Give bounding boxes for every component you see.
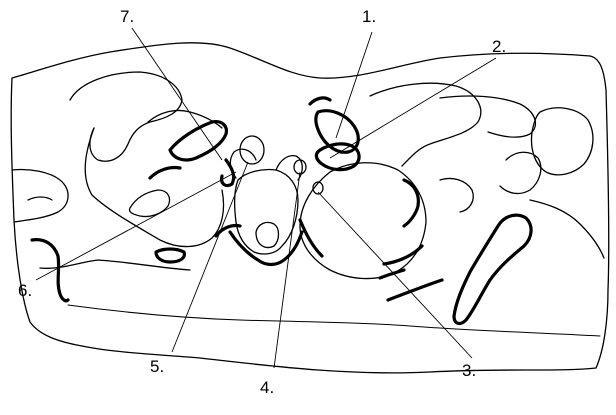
leader-line-1 bbox=[336, 32, 372, 138]
label-7: 7. bbox=[120, 7, 134, 26]
spinal-canal bbox=[256, 222, 279, 247]
label-3: 3. bbox=[462, 361, 476, 380]
label-6: 6. bbox=[18, 281, 32, 300]
right-rib-curve bbox=[300, 220, 322, 256]
left-scapular-piece bbox=[129, 190, 169, 217]
right-lateral-wall bbox=[530, 200, 604, 258]
label-5: 5. bbox=[150, 357, 164, 376]
leader-line-4 bbox=[274, 172, 300, 368]
subcutaneous-line bbox=[68, 305, 600, 336]
right-rib-small bbox=[310, 98, 330, 104]
right-scapula-spine bbox=[440, 178, 473, 212]
left-small-bone bbox=[156, 249, 184, 262]
left-wall-contour bbox=[12, 169, 68, 222]
leader-line-2 bbox=[330, 58, 496, 158]
leader-line-7 bbox=[132, 28, 222, 160]
left-rib-head bbox=[222, 160, 234, 186]
left-posterior-contour bbox=[28, 197, 52, 200]
body-outline bbox=[11, 43, 609, 373]
right-lower-rib bbox=[384, 246, 422, 264]
right-first-rib bbox=[316, 144, 359, 170]
right-scapula bbox=[454, 215, 531, 323]
trachea bbox=[240, 136, 264, 164]
right-upper-muscle bbox=[440, 96, 535, 137]
label-1: 1. bbox=[362, 7, 376, 26]
esophagus bbox=[294, 160, 306, 174]
label-2: 2. bbox=[492, 37, 506, 56]
left-muscle-contour bbox=[70, 72, 182, 161]
vertebral-body bbox=[235, 169, 298, 254]
left-rib-mark bbox=[32, 240, 68, 301]
vertebral-process-right bbox=[276, 156, 302, 180]
label-4: 4. bbox=[260, 378, 274, 397]
left-lung-outline bbox=[85, 128, 223, 247]
left-rib-fragment bbox=[150, 167, 180, 178]
